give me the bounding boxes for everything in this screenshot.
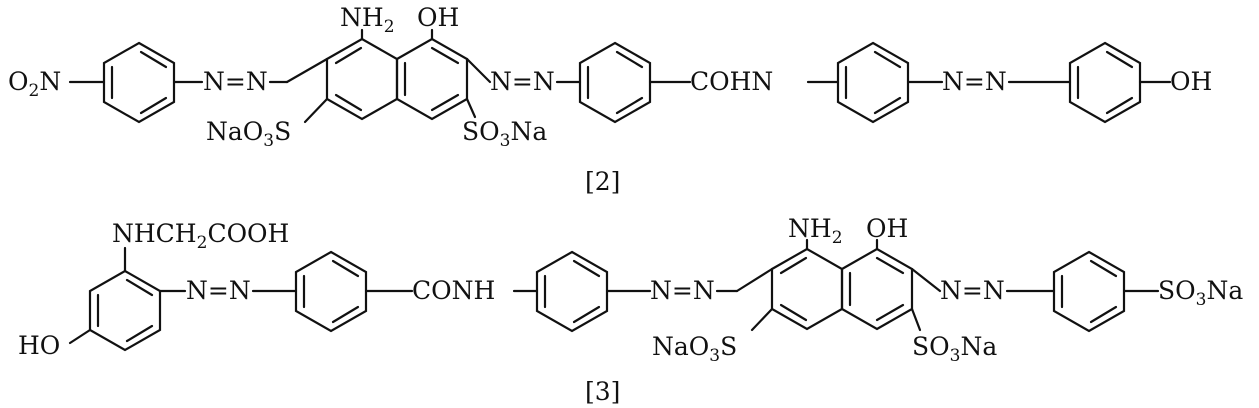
benzoyl-ring bbox=[578, 41, 652, 124]
azo-group-3-2: N=N bbox=[650, 276, 715, 305]
compound-3: NHCH2COOH HO N=N CONH bbox=[18, 214, 1243, 406]
hydroxy-group: OH bbox=[417, 3, 459, 32]
sulfonate-left-3: NaO3S bbox=[652, 332, 737, 366]
compound-number-3: [3] bbox=[585, 377, 620, 406]
hydroxyphenyl-ring-3 bbox=[88, 269, 162, 352]
terminal-hydroxy: OH bbox=[1170, 67, 1212, 96]
naphthalene-core bbox=[325, 37, 469, 121]
azo-group-1: N=N bbox=[203, 67, 268, 96]
amide-link: COHN bbox=[690, 67, 773, 96]
amino-group-3: NH2 bbox=[788, 214, 843, 248]
amino-group: NH2 bbox=[340, 3, 395, 37]
amide-link-3: CONH bbox=[412, 276, 495, 305]
sulfonate-right-3: SO3Na bbox=[912, 332, 997, 366]
benzoyl-ring-3 bbox=[294, 250, 368, 333]
terminal-sulfonate: SO3Na bbox=[1158, 276, 1243, 310]
anilide-ring-3 bbox=[535, 250, 609, 333]
sulfophenyl-ring bbox=[1052, 250, 1126, 333]
azo-group-3-3: N=N bbox=[940, 276, 1005, 305]
azo-group-3-1: N=N bbox=[186, 276, 251, 305]
hydroxyphenyl-ring bbox=[1068, 41, 1142, 124]
naphthalene-core-3 bbox=[770, 247, 914, 331]
azo-group-2: N=N bbox=[490, 67, 555, 96]
azo-group-3: N=N bbox=[942, 67, 1007, 96]
anilide-ring bbox=[836, 41, 910, 124]
hydroxy-group-3b: OH bbox=[866, 214, 908, 243]
nitro-group: O2N bbox=[8, 67, 61, 101]
sulfonate-right: SO3Na bbox=[462, 117, 547, 151]
compound-number-2: [2] bbox=[585, 167, 620, 196]
compound-2: O2N N=N NH2 OH NaO3S SO3Na N=N bbox=[8, 3, 1212, 196]
hydroxy-group-3: HO bbox=[18, 331, 60, 360]
nitrophenyl-ring bbox=[102, 41, 176, 124]
glycine-side-chain: NHCH2COOH bbox=[112, 219, 289, 253]
sulfonate-left: NaO3S bbox=[206, 117, 291, 151]
